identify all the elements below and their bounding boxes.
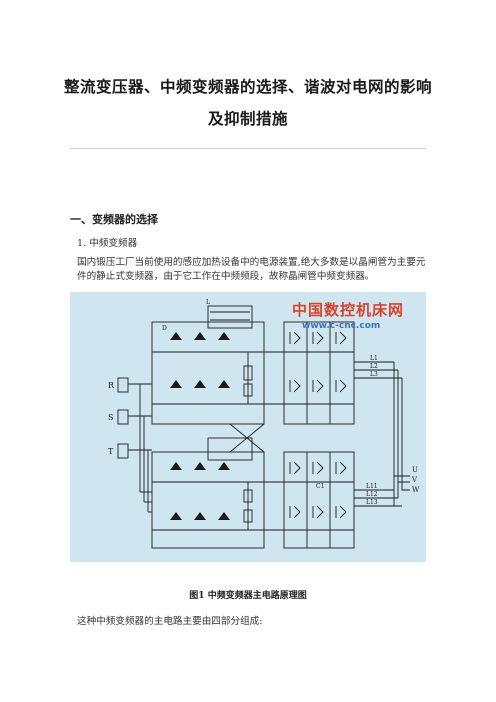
phase-r-label: R (108, 381, 115, 390)
diode-label: D (162, 325, 167, 332)
output-v-label: V (411, 476, 418, 484)
body-line: 这种中频变频器的主电路主要由四部分组成: (77, 616, 263, 627)
output-w-label: W (412, 486, 420, 494)
l1-label: L1 (370, 355, 378, 362)
title-divider (70, 148, 426, 149)
section-heading: 一、变频器的选择 (70, 213, 158, 226)
l12-label: L12 (366, 491, 378, 498)
phase-s-label: S (108, 413, 113, 422)
phase-t-label: T (108, 447, 114, 456)
l11-label: L11 (366, 483, 378, 490)
body-paragraph: 国内锻压工厂当前使用的感应加热设备中的电源装置,绝大多数是以晶闸管为主要元件的静… (77, 257, 426, 282)
capacitor-label: C1 (316, 483, 324, 490)
document-title-line-1: 整流变压器、中频变频器的选择、谐波对电网的影响 (63, 77, 432, 96)
output-u-label: U (412, 466, 418, 474)
circuit-diagram: R S T U V W L1 L2 L3 L11 L12 L13 L D C1 (108, 299, 420, 549)
watermark-logo-text: 中国数控机床网 (292, 301, 405, 319)
document-title-line-2: 及抑制措施 (207, 109, 288, 128)
figure-caption: 图1 中频变频器主电路原理图 (189, 591, 307, 601)
l2-label: L2 (370, 363, 378, 370)
inductor-label: L (206, 299, 210, 306)
l13-label: L13 (366, 499, 378, 506)
watermark-url: www.c-cnc.com (302, 321, 381, 331)
circuit-diagram-figure: R S T U V W L1 L2 L3 L11 L12 L13 L D C1 … (70, 292, 426, 562)
l3-label: L3 (370, 371, 378, 378)
subsection-heading: 1. 中频变频器 (77, 238, 138, 249)
